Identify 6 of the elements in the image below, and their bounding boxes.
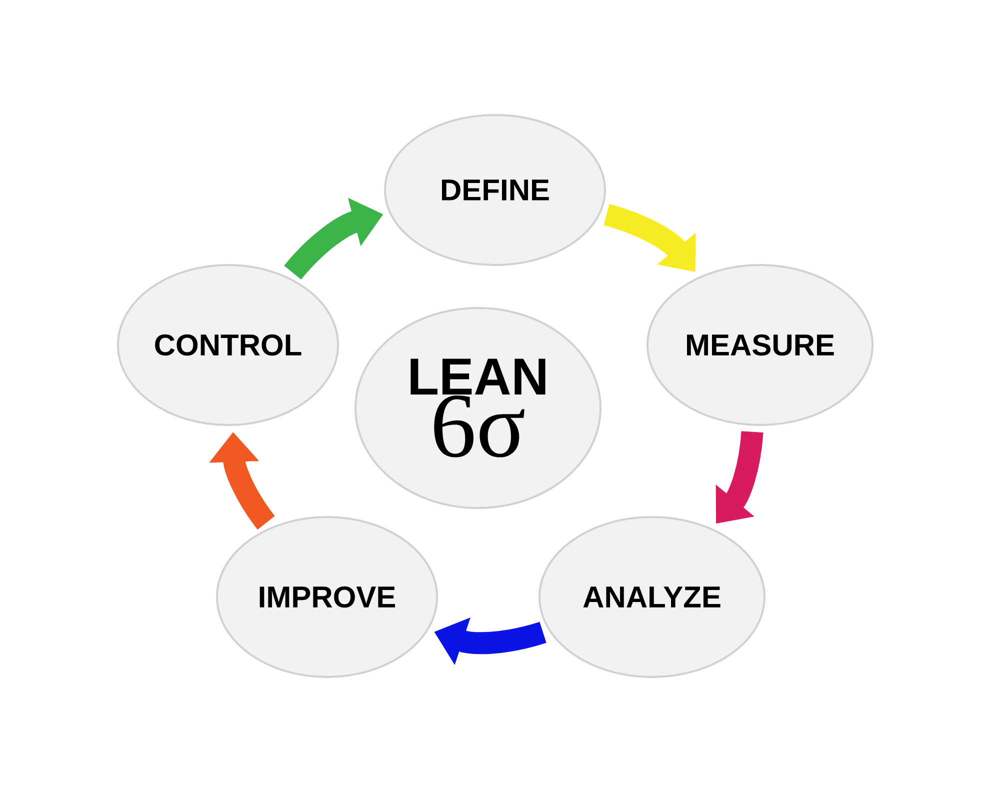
ellipse-node: DEFINE xyxy=(384,114,606,266)
ellipse-node: LEAN 6σ xyxy=(354,307,602,509)
ellipse-node: MEASURE xyxy=(646,264,874,426)
ellipse-node: ANALYZE xyxy=(538,516,766,678)
ellipse-node: CONTROL xyxy=(117,264,339,426)
ellipse-node: IMPROVE xyxy=(216,516,438,678)
